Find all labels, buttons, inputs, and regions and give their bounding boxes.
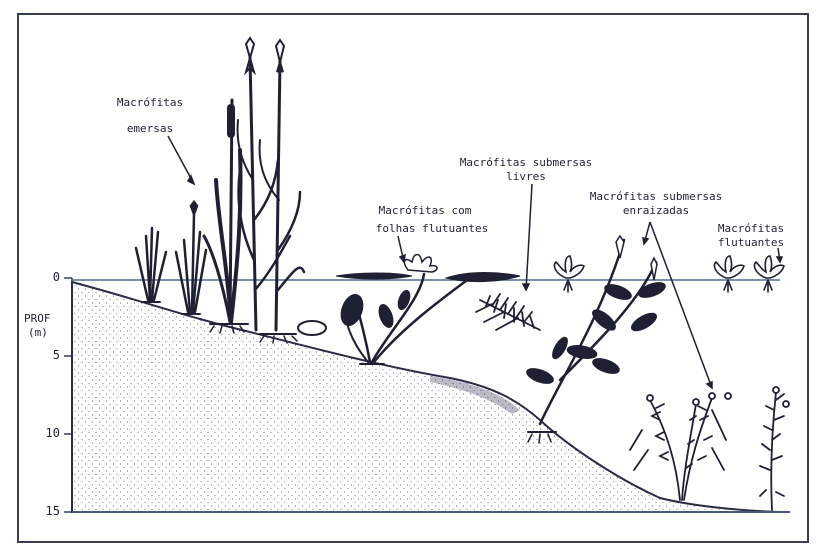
- depth-tick-label-0: 0: [36, 270, 60, 284]
- label-folhas-line2: folhas flutuantes: [340, 222, 510, 236]
- emergent-plants: [136, 38, 304, 343]
- rosette-1: [554, 256, 584, 292]
- depth-tick-label-10: 10: [36, 426, 60, 440]
- depth-axis-title-line1: PROF: [24, 312, 60, 326]
- depth-tick-label-15: 15: [36, 504, 60, 518]
- bottom-animal-shell: [298, 321, 326, 335]
- rooted-submerged-plant-3: [760, 387, 789, 510]
- label-flutuantes-line1: Macrófitas: [706, 222, 796, 236]
- water-lily-flower: [405, 255, 438, 273]
- label-enraizadas-line1: Macrófitas submersas: [576, 190, 736, 204]
- floating-leaf-1: [336, 273, 412, 279]
- depth-axis-title: PROF (m): [24, 312, 60, 340]
- label-emersas: Macrófitas emersas: [100, 96, 200, 136]
- rooted-submerged-plant-1: [525, 236, 667, 443]
- label-folhas-line1: Macrófitas com: [340, 204, 510, 218]
- floating-leaved-plants: [336, 255, 520, 365]
- reed-clump-1: [136, 228, 166, 302]
- reed-clump-2: [176, 202, 206, 314]
- label-folhas-flutuantes: Macrófitas com folhas flutuantes: [340, 204, 510, 236]
- pointer-enraizadas: [650, 222, 712, 388]
- free-submerged-plant: [476, 294, 540, 330]
- label-flutuantes: Macrófitas flutuantes: [706, 222, 796, 250]
- tall-grass-2: [260, 40, 304, 343]
- rooted-submerged-plant-2: [630, 393, 731, 500]
- label-emersas-line2: emersas: [100, 122, 200, 136]
- label-livres-line1: Macrófitas submersas: [446, 156, 606, 170]
- label-livres-line2: livres: [446, 170, 606, 184]
- label-submersas-livres: Macrófitas submersas livres: [446, 156, 606, 184]
- label-submersas-enraizadas: Macrófitas submersas enraizadas: [576, 190, 736, 218]
- submerged-leaf-2: [376, 303, 395, 330]
- label-flutuantes-line2: flutuantes: [706, 236, 796, 250]
- label-emersas-line1: Macrófitas: [100, 96, 200, 110]
- lake-bottom-sediment: [72, 282, 790, 512]
- rosette-2: [714, 256, 744, 292]
- depth-axis-title-line2: (m): [24, 326, 60, 340]
- pointer-livres: [526, 184, 532, 290]
- label-enraizadas-line2: enraizadas: [576, 204, 736, 218]
- depth-tick-label-5: 5: [36, 348, 60, 362]
